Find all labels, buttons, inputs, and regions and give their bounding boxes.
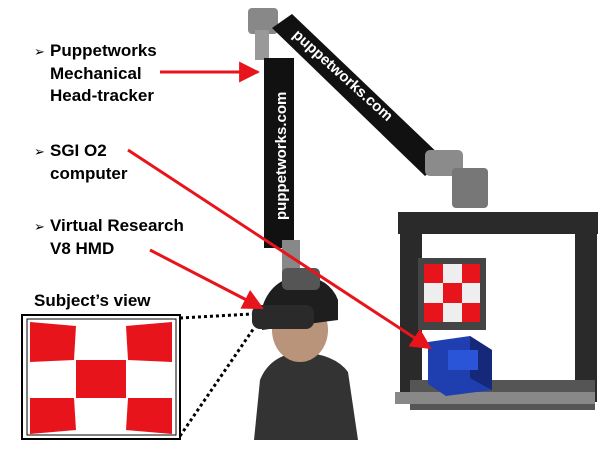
subject <box>252 268 358 440</box>
label-hmd: ➢Virtual Research V8 HMD <box>34 216 184 258</box>
arrow-hmd <box>149 248 264 310</box>
monitor <box>418 258 486 330</box>
boom-text-diagonal: puppetworks.com <box>289 26 396 125</box>
bullet-arrow-icon: ➢ <box>34 219 45 234</box>
sgi-computer <box>428 336 492 396</box>
label-sgi-computer: ➢SGI O2 computer <box>34 141 128 183</box>
monitor-checkerboard <box>424 264 480 322</box>
arrows <box>127 61 432 350</box>
subject-view-inset <box>21 312 256 440</box>
boom-arm: puppetworks.com puppetworks.com <box>248 8 488 280</box>
bullet-arrow-icon: ➢ <box>34 144 45 159</box>
view-checkerboard <box>30 322 172 434</box>
label-head-tracker: ➢Puppetworks Mechanical Head-tracker <box>34 41 157 105</box>
arrow-sgi <box>127 148 432 350</box>
boom-text-vertical: puppetworks.com <box>273 92 290 220</box>
bullet-arrow-icon: ➢ <box>34 44 45 59</box>
label-subject-view: Subject’s view <box>34 291 151 310</box>
